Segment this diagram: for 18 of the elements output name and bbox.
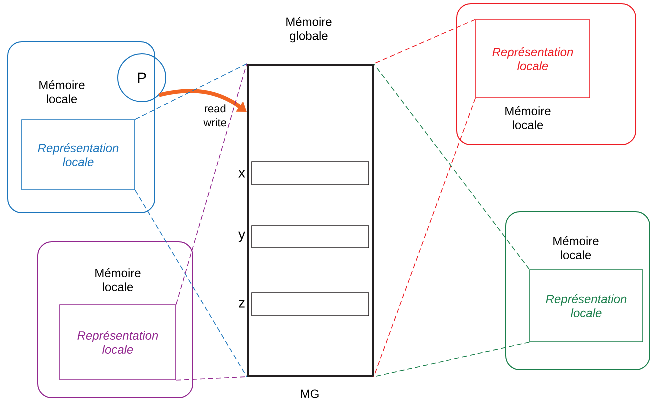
dashed-line xyxy=(374,98,476,378)
node-label: MG xyxy=(301,390,319,398)
representation-box: Représentation locale xyxy=(476,20,590,98)
node-label: z xyxy=(239,300,245,308)
dashed-line xyxy=(176,376,248,381)
node-label: y xyxy=(238,232,246,242)
dashed-line xyxy=(135,64,248,120)
node-label: x xyxy=(238,170,246,178)
dashed-line xyxy=(374,64,530,270)
dashed-line xyxy=(374,19,476,64)
representation-box: Représentation locale xyxy=(22,120,136,190)
dashed-line xyxy=(176,64,248,305)
dashed-line xyxy=(135,190,248,378)
node-label: Mémoire globale xyxy=(286,17,332,43)
edge-label: read write xyxy=(199,104,232,128)
representation-box: Représentation locale xyxy=(60,304,176,380)
dashed-line xyxy=(374,342,530,378)
representation-box: Représentation locale xyxy=(530,270,644,342)
